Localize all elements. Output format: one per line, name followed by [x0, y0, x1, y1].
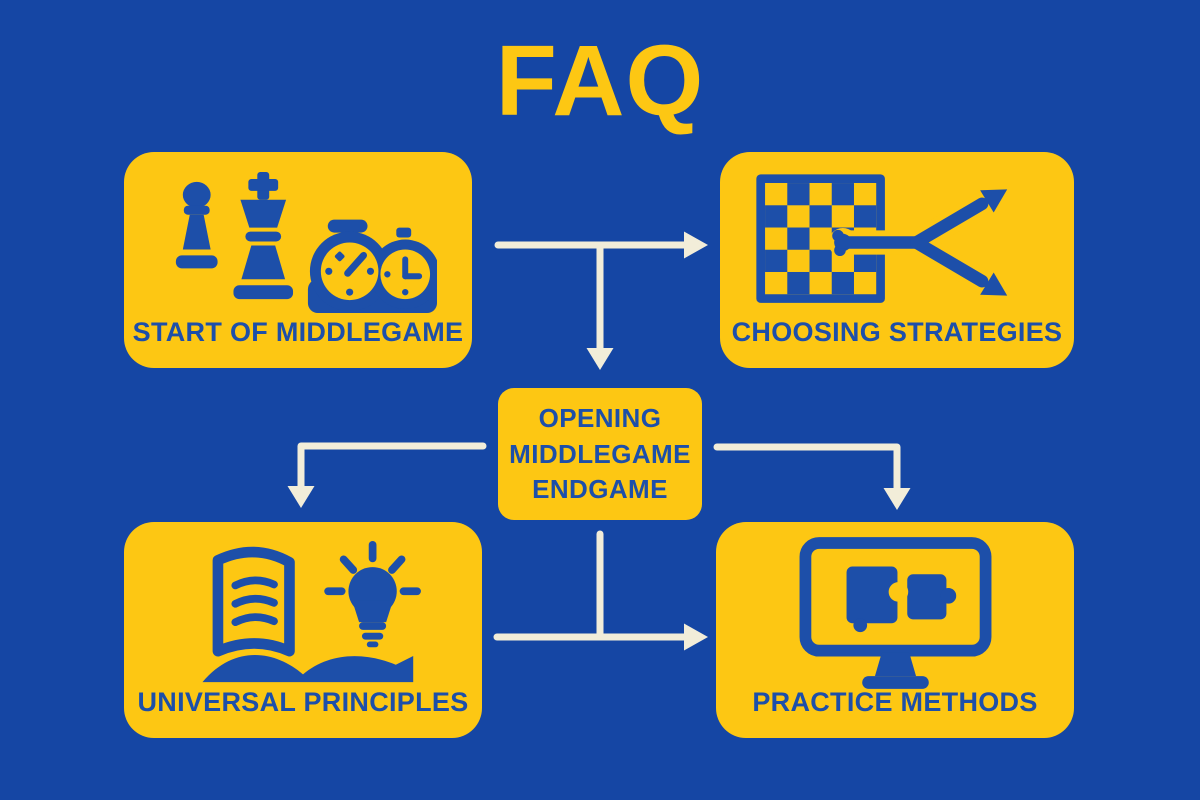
card-label: START OF MIDDLEGAME	[132, 317, 464, 348]
card-practice-methods: PRACTICE METHODS	[716, 522, 1074, 738]
chessboard-branching-arrows-icon-svg	[756, 174, 1008, 303]
chessboard-branching-arrows-icon	[728, 166, 1066, 318]
arrow-center-to-bottom-left	[297, 442, 487, 492]
card-label: CHOOSING STRATEGIES	[731, 317, 1063, 348]
monitor-puzzle-icon-svg	[799, 537, 991, 690]
card-universal-principles: UNIVERSAL PRINCIPLES	[124, 522, 482, 738]
card-choosing-strategies: CHOOSING STRATEGIES	[720, 152, 1074, 368]
open-book-lightbulb-icon-svg	[202, 540, 421, 682]
card-label: PRACTICE METHODS	[752, 687, 1038, 718]
center-node-line-middlegame: MIDDLEGAME	[509, 438, 691, 469]
branch-arrow	[832, 188, 1008, 296]
open-book-lightbulb-icon	[132, 536, 474, 688]
arrow-center-to-bottom-right	[713, 443, 901, 494]
arrowhead-down-center	[586, 348, 614, 370]
monitor-puzzle-icon	[724, 536, 1066, 690]
page-title: FAQ	[495, 25, 705, 137]
card-label: UNIVERSAL PRINCIPLES	[137, 687, 469, 718]
center-node-line-endgame: ENDGAME	[532, 474, 668, 505]
arrowhead-down-right	[883, 488, 911, 510]
lightbulb-rays	[324, 540, 421, 595]
arrowhead-right-top	[684, 231, 708, 259]
card-start-of-middlegame: START OF MIDDLEGAME	[124, 152, 472, 368]
chess-pieces-and-clock-icon	[132, 166, 464, 318]
center-node-game-phases: OPENING MIDDLEGAME ENDGAME	[498, 388, 702, 520]
chess-pieces-and-clock-icon-svg	[175, 171, 437, 313]
arrowhead-down-left	[287, 486, 315, 508]
arrowhead-right-bottom	[684, 623, 708, 651]
center-node-line-opening: OPENING	[538, 403, 662, 434]
